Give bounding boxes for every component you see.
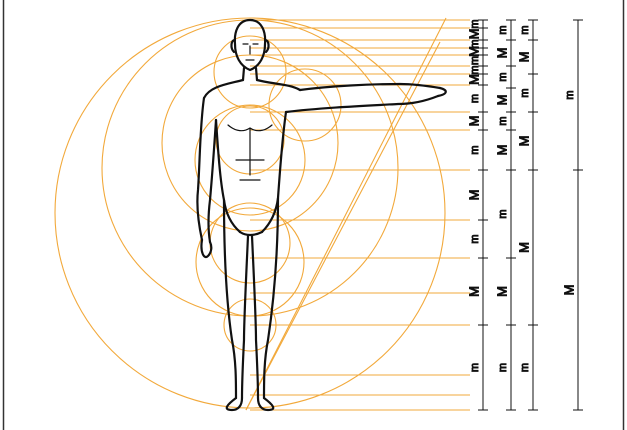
- scale-label-major: M: [494, 48, 509, 59]
- guide-circle-full: [55, 18, 445, 408]
- proportion-circles: [55, 18, 445, 408]
- figure-chest: [228, 125, 272, 180]
- scale-label-minor: m: [497, 72, 509, 81]
- scale-label-major: M: [516, 242, 531, 253]
- diagonal-guides: [246, 18, 446, 410]
- scale-label-major: M: [494, 95, 509, 106]
- scale-label-minor: m: [497, 116, 509, 125]
- diagonal-guide-long: [246, 18, 446, 410]
- scale-label-major: M: [466, 74, 481, 85]
- scale-label-minor: m: [519, 25, 531, 34]
- scale-label-major: M: [466, 286, 481, 297]
- scale-label-major: M: [516, 136, 531, 147]
- golden-section-guides: [55, 18, 470, 410]
- scale-label-major: M: [466, 116, 481, 127]
- scale-label-major: M: [561, 285, 576, 296]
- scale-label-major: M: [494, 145, 509, 156]
- figure-face: [243, 44, 258, 60]
- scale-label-minor: m: [497, 25, 509, 34]
- figure-pelvis: [240, 232, 262, 235]
- scale-label-minor: m: [469, 363, 481, 372]
- guide-circle-thigh: [196, 208, 304, 316]
- scale-label-minor: m: [469, 65, 481, 74]
- scale-label-major: M: [466, 46, 481, 57]
- scale-label-major: M: [494, 286, 509, 297]
- scale-label-minor: m: [469, 234, 481, 243]
- figure-shoulder-left: [204, 80, 243, 98]
- scale-label-minor: m: [497, 209, 509, 218]
- scale-label-minor: m: [469, 145, 481, 154]
- human-figure: [197, 20, 445, 410]
- scale-label-major: M: [466, 190, 481, 201]
- scale-column-col4: mM: [561, 20, 583, 410]
- figure-hand-right: [438, 88, 446, 96]
- figure-arm-right: [286, 84, 440, 112]
- scale-label-minor: m: [469, 94, 481, 103]
- scale-label-major: M: [516, 52, 531, 63]
- scale-label-minor: m: [469, 19, 481, 28]
- horizontal-guide-lines: [250, 20, 470, 410]
- scale-label-minor: m: [564, 90, 576, 99]
- scale-label-minor: m: [519, 88, 531, 97]
- scale-label-minor: m: [519, 363, 531, 372]
- scale-label-major: M: [466, 29, 481, 40]
- scale-label-minor: m: [497, 363, 509, 372]
- scale-label-minor: m: [469, 56, 481, 65]
